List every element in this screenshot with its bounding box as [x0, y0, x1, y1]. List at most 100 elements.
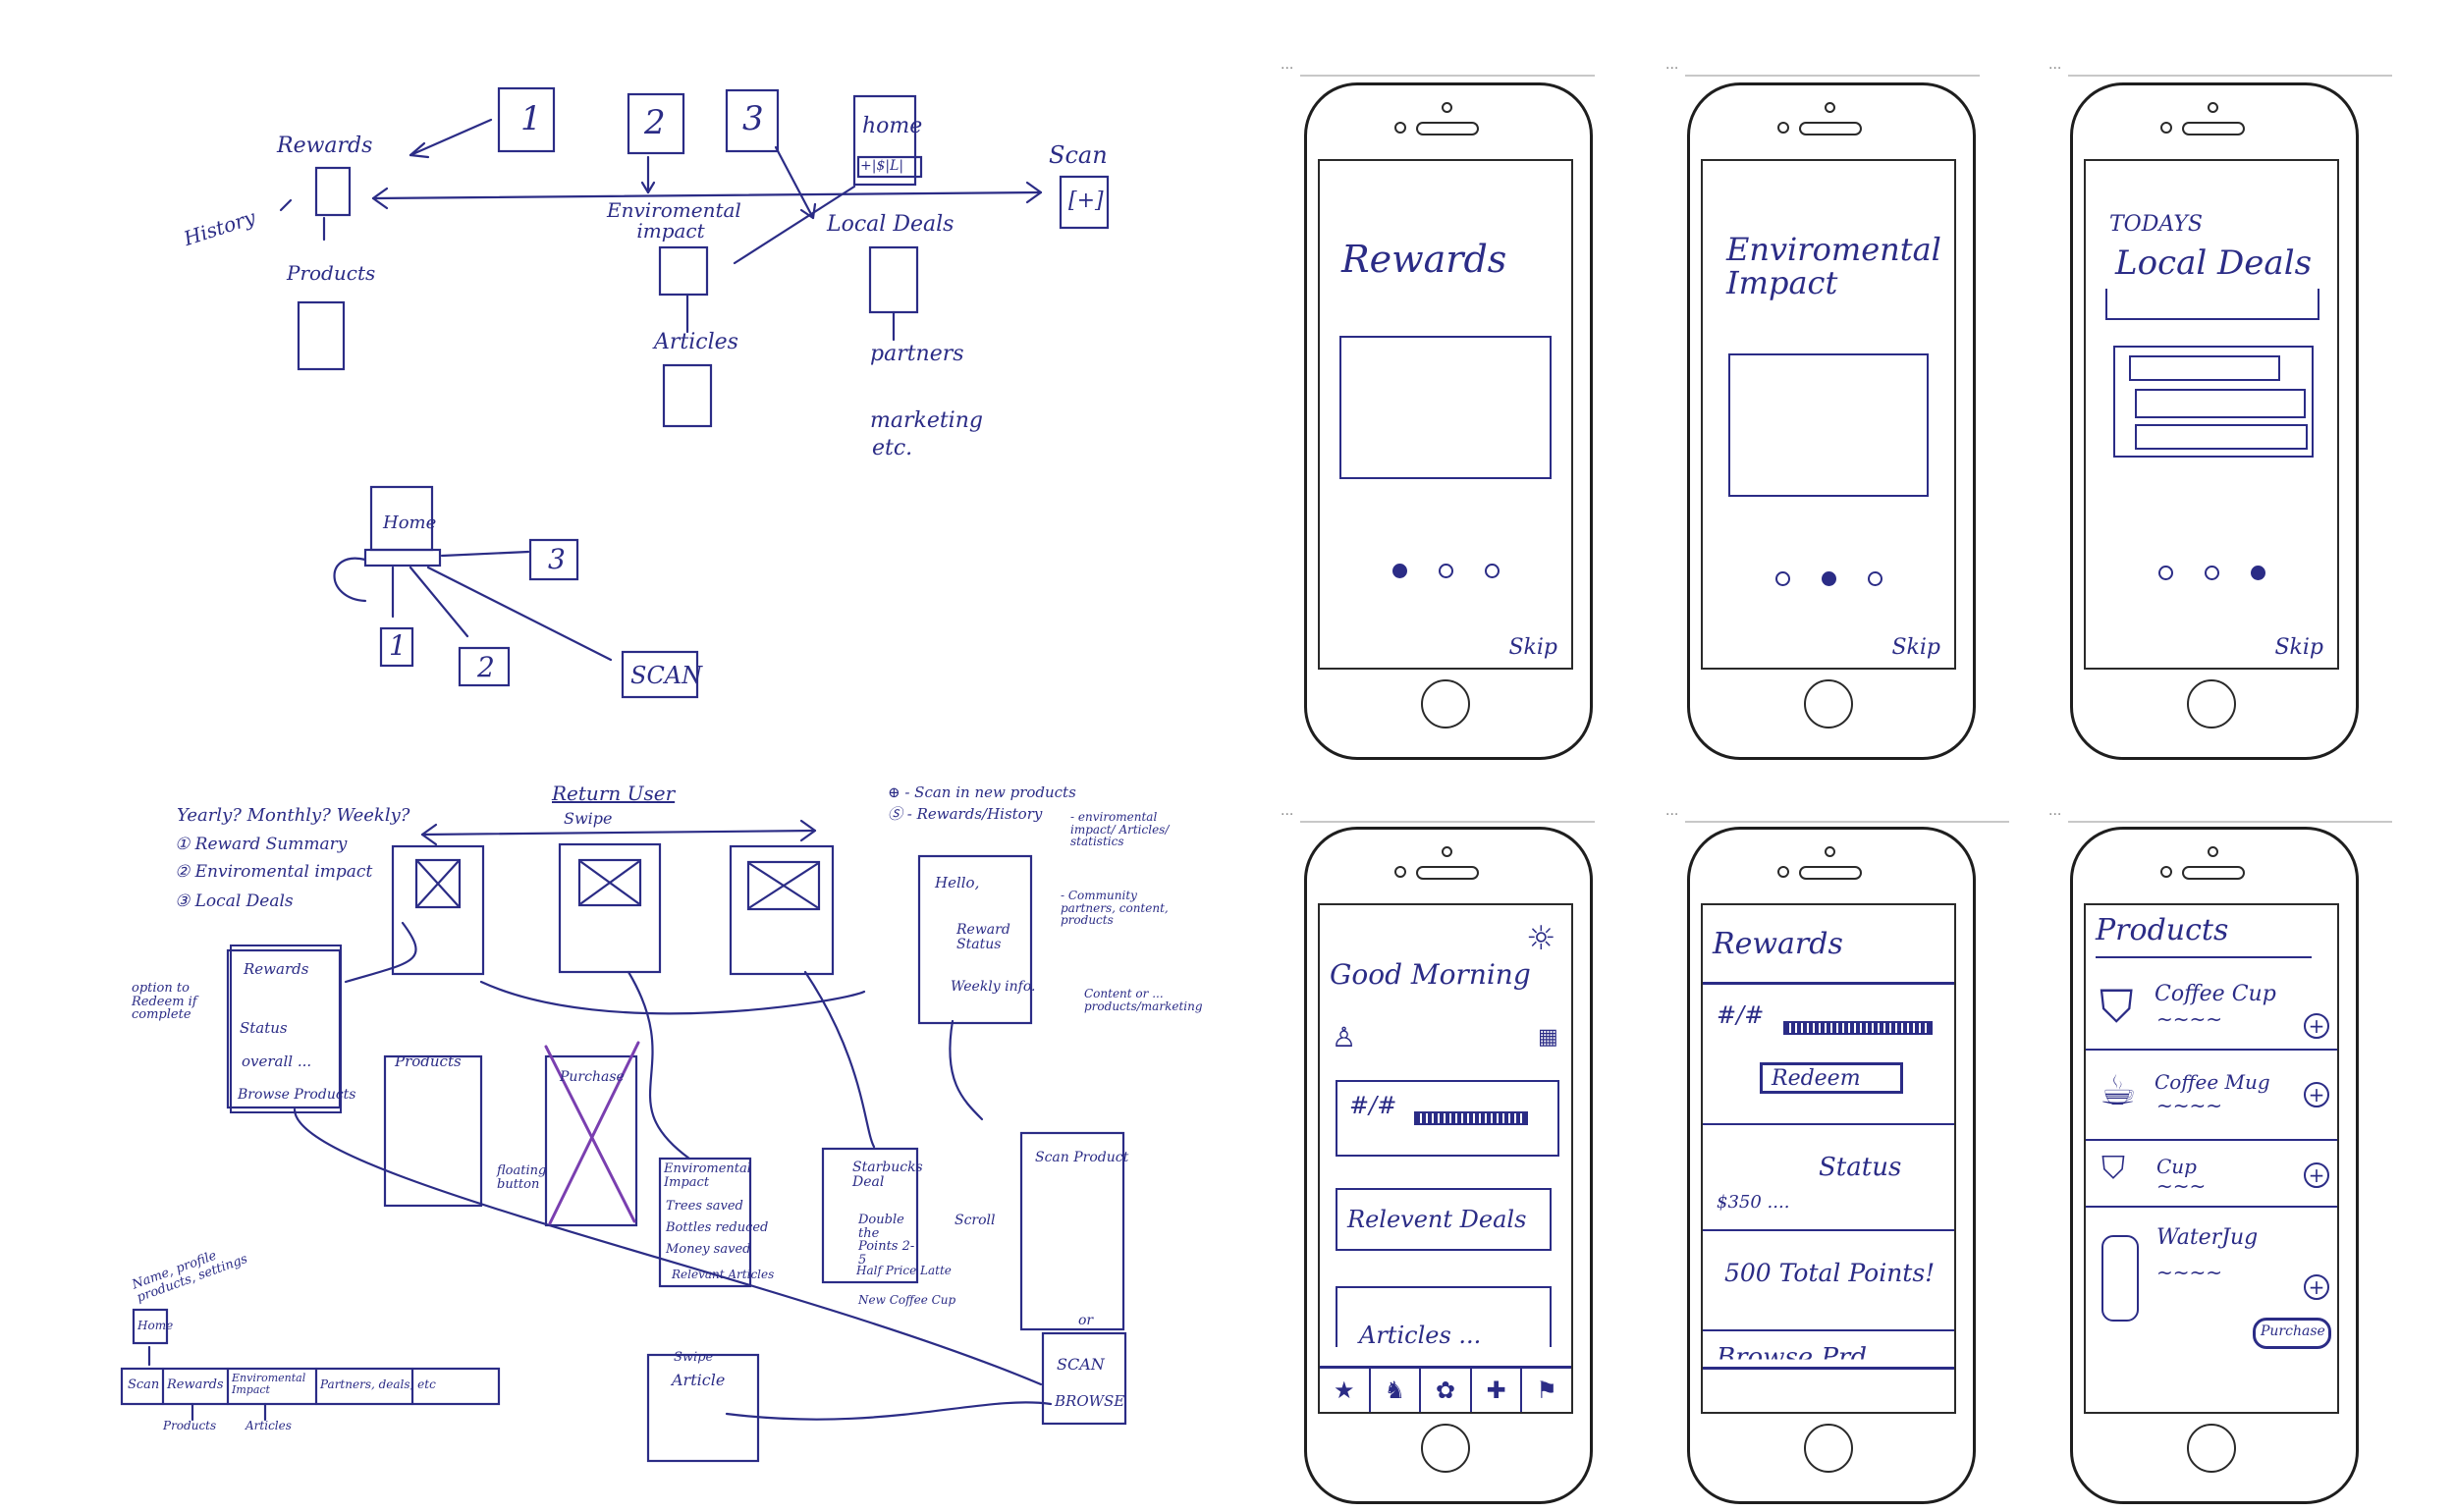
home-button[interactable] — [2187, 679, 2236, 729]
screen-title: Enviromental Impact — [1726, 231, 1941, 301]
window-dots: ··· — [1665, 807, 1679, 823]
page-dot-active — [1821, 571, 1836, 586]
bottom-tab-bar: ★ ♞ ✿ ✚ ⚑ — [1320, 1366, 1571, 1412]
product-name: WaterJug — [2156, 1225, 2259, 1250]
divider — [2086, 1049, 2337, 1051]
coffee-mug-icon: ☕ — [2100, 1066, 2137, 1114]
flow-trees: Trees saved — [666, 1199, 743, 1214]
tab-deals-icon[interactable]: ⚑ — [1536, 1377, 1557, 1404]
speaker — [1416, 866, 1479, 880]
flow-rewards: Rewards — [244, 960, 309, 978]
skip-link[interactable]: Skip — [1891, 635, 1940, 660]
home-button[interactable] — [1421, 1424, 1470, 1473]
flow-sub-products: Products — [163, 1419, 217, 1432]
page-dot-active — [2250, 566, 2265, 580]
sensor — [2160, 866, 2172, 878]
window-bar — [2068, 821, 2392, 823]
flow-scroll: Scroll — [955, 1213, 996, 1228]
flow-swipe-2: Swipe — [674, 1350, 714, 1365]
sun-icon: ☼ — [1526, 919, 1556, 958]
image-placeholder — [1339, 336, 1552, 479]
flow-halfprice: Half Price Latte — [856, 1264, 952, 1277]
sketch-lines — [120, 86, 1127, 1463]
camera — [1825, 846, 1835, 857]
purchase-label: Purchase — [2261, 1323, 2325, 1339]
add-product-button[interactable]: + — [2304, 1274, 2329, 1300]
screen-pre-title: TODAYS — [2109, 212, 2203, 237]
product-desc: ~~~ — [2156, 1174, 2207, 1198]
sensor — [1394, 122, 1406, 134]
add-product-button[interactable]: + — [2304, 1082, 2329, 1107]
flow-browse: Browse Products — [238, 1087, 356, 1103]
flow-redeem-option: option to Redeem if complete — [132, 981, 197, 1023]
tab-rewards-icon[interactable]: ♞ — [1371, 1369, 1422, 1412]
progress-ratio: #/# — [1349, 1092, 1397, 1119]
flow-floating-button: floating button — [497, 1163, 547, 1192]
flow-hello: Hello, — [935, 874, 980, 891]
relevant-deals-card[interactable] — [1336, 1188, 1552, 1251]
flow-nav-partners: Partners, deals, etc — [320, 1377, 436, 1391]
calendar-icon[interactable]: ▦ — [1538, 1025, 1558, 1050]
page-dot — [2157, 566, 2173, 580]
divider — [1703, 1229, 1954, 1231]
sensor — [1394, 866, 1406, 878]
phone-screen: TODAYS Local Deals Skip — [2084, 159, 2339, 670]
flow-scan-product: Scan Product — [1035, 1150, 1129, 1165]
window-dots: ··· — [2048, 61, 2062, 77]
skip-link[interactable]: Skip — [1508, 635, 1557, 660]
product-name: Cup — [2156, 1155, 2197, 1178]
points-progress-bar — [1783, 1021, 1933, 1035]
water-jug-icon — [2101, 1235, 2139, 1322]
map-marketing: marketing — [870, 408, 983, 433]
flow-legend-1: ⊕ - Scan in new products — [888, 783, 1076, 801]
purchase-button[interactable] — [2253, 1318, 2331, 1349]
home-sketch-label: Home — [383, 513, 437, 533]
screen-title: Rewards — [1341, 238, 1507, 281]
progress-bar — [1414, 1111, 1528, 1125]
browse-products-partial: Browse Prd — [1717, 1343, 1868, 1373]
redeem-label: Redeem — [1772, 1066, 1861, 1091]
map-partners: partners — [870, 342, 964, 366]
window-dots: ··· — [1281, 807, 1294, 823]
tab-star-icon[interactable]: ★ — [1320, 1369, 1371, 1412]
phone-onboarding-env: Enviromental Impact Skip — [1687, 82, 1976, 760]
home-button[interactable] — [1804, 1424, 1853, 1473]
flow-frequency: Yearly? Monthly? Weekly? — [177, 805, 410, 826]
articles-card[interactable] — [1336, 1286, 1552, 1347]
home-button[interactable] — [1421, 679, 1470, 729]
image-placeholder — [1728, 353, 1929, 497]
flow-browse-btn: BROWSE — [1055, 1392, 1125, 1410]
map-rewards: Rewards — [277, 134, 373, 158]
add-product-button[interactable]: + — [2304, 1162, 2329, 1188]
tab-impact-icon[interactable]: ✿ — [1421, 1369, 1472, 1412]
total-points: 500 Total Points! — [1724, 1259, 1936, 1287]
map-local-deals: Local Deals — [827, 212, 955, 237]
product-desc: ~~~~ — [2156, 1261, 2223, 1284]
phone-rewards: Rewards #/# Redeem Status $350 .... 500 … — [1687, 827, 1976, 1504]
map-etc: etc. — [872, 436, 913, 460]
tab-scan-icon[interactable]: ✚ — [1472, 1369, 1523, 1412]
home-sketch-1: 1 — [389, 629, 407, 662]
window-bar — [1300, 75, 1595, 77]
speaker — [2182, 866, 2245, 880]
add-product-button[interactable]: + — [2304, 1013, 2329, 1039]
window-dots: ··· — [1665, 61, 1679, 77]
page-dot — [2204, 566, 2219, 580]
home-button[interactable] — [1804, 679, 1853, 729]
reward-progress-card[interactable] — [1336, 1080, 1559, 1157]
map-products: Products — [287, 261, 376, 285]
flow-bottles: Bottles reduced — [666, 1220, 769, 1235]
profile-icon[interactable]: ♙ — [1332, 1021, 1357, 1053]
flow-legend-4: - Community partners, content, products — [1061, 889, 1169, 928]
redeem-button[interactable] — [1760, 1062, 1903, 1094]
speaker — [1416, 122, 1479, 135]
cup-icon: ⛉ — [2101, 1149, 2126, 1186]
screen-title: Rewards — [1713, 927, 1843, 961]
flow-content: Content or ... products/marketing — [1084, 987, 1203, 1014]
page-dot — [1484, 564, 1500, 578]
skip-link[interactable]: Skip — [2274, 635, 2323, 660]
home-button[interactable] — [2187, 1424, 2236, 1473]
camera — [1442, 102, 1452, 113]
flow-env: Enviromental Impact — [664, 1161, 751, 1190]
flow-sub-articles: Articles — [246, 1419, 292, 1432]
